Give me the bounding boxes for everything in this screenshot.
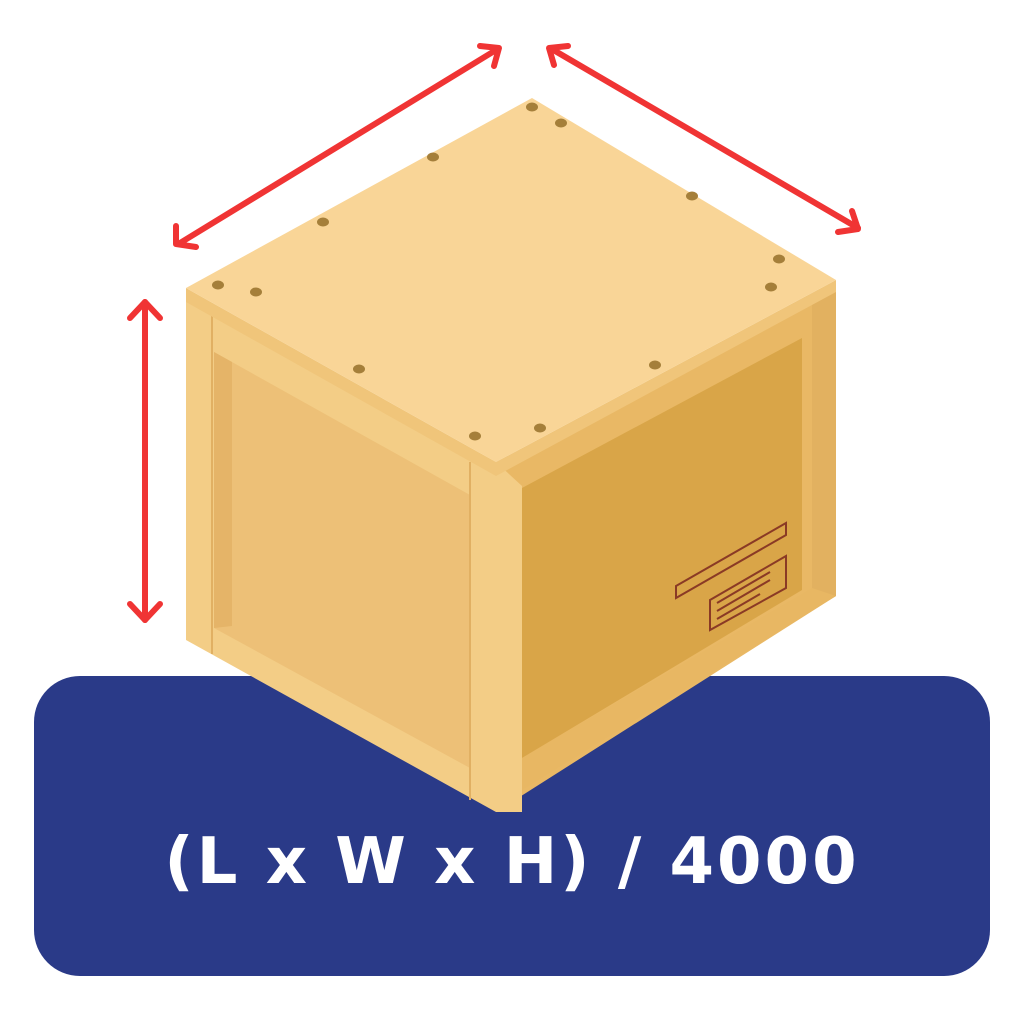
volumetric-weight-formula: (L x W x H) / 4000 (34, 830, 990, 894)
crate-right-post (496, 462, 522, 812)
nail-icon (765, 283, 777, 292)
nail-icon (649, 361, 661, 370)
wooden-crate-icon (186, 98, 836, 812)
crate-right-corner-post (812, 284, 836, 610)
nail-icon (250, 288, 262, 297)
nail-icon (353, 365, 365, 374)
height-arrow (130, 302, 160, 620)
nail-icon (469, 432, 481, 441)
nail-icon (212, 281, 224, 290)
crate-left-panel-shade (214, 352, 232, 628)
nail-icon (317, 218, 329, 227)
nail-icon (526, 103, 538, 112)
nail-icon (427, 153, 439, 162)
nail-icon (686, 192, 698, 201)
nail-icon (773, 255, 785, 264)
nail-icon (555, 119, 567, 128)
nail-icon (534, 424, 546, 433)
